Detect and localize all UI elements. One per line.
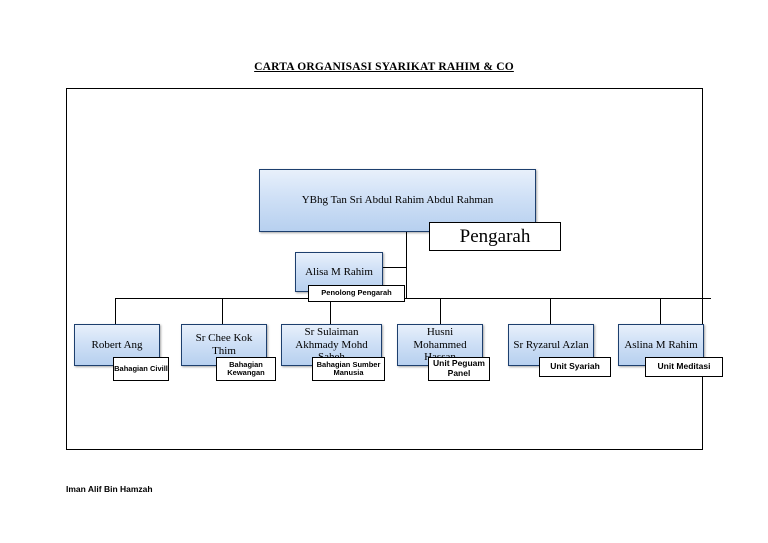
- connector-staff-3: [330, 298, 331, 324]
- label-staff-unit-2: Bahagian Kewangan: [216, 357, 276, 381]
- node-director[interactable]: YBhg Tan Sri Abdul Rahim Abdul Rahman: [259, 169, 536, 232]
- node-deputy-name: Alisa M Rahim: [305, 265, 373, 278]
- connector-staff-2: [222, 298, 223, 324]
- node-staff-1-name: Robert Ang: [91, 338, 143, 351]
- label-staff-unit-1: Bahagian Civill: [113, 357, 169, 381]
- node-staff-5-name: Sr Ryzarul Azlan: [513, 338, 589, 351]
- label-penolong-pengarah-text: Penolong Pengarah: [321, 288, 392, 298]
- footer-author: Iman Alif Bin Hamzah: [66, 484, 153, 494]
- node-staff-6-name: Aslina M Rahim: [624, 338, 698, 351]
- label-penolong-pengarah: Penolong Pengarah: [308, 285, 405, 302]
- connector-staff-5: [550, 298, 551, 324]
- label-pengarah: Pengarah: [429, 222, 561, 251]
- chart-canvas: YBhg Tan Sri Abdul Rahim Abdul Rahman Pe…: [66, 88, 723, 450]
- connector-staff-6: [660, 298, 661, 324]
- label-staff-unit-6: Unit Meditasi: [645, 357, 723, 377]
- label-staff-unit-5-text: Unit Syariah: [550, 361, 600, 372]
- page-title: CARTA ORGANISASI SYARIKAT RAHIM & CO: [254, 61, 514, 73]
- label-staff-unit-3: Bahagian Sumber Manusia: [312, 357, 385, 381]
- label-staff-unit-5: Unit Syariah: [539, 357, 611, 377]
- node-staff-3-name: Sr Sulaiman Akhmady Mohd Saheh: [295, 326, 368, 363]
- node-staff-2-name: Sr Chee Kok Thim: [195, 332, 253, 357]
- connector-staff-1: [115, 298, 116, 324]
- connector-deputy-horizontal: [383, 267, 407, 268]
- label-staff-unit-1-text: Bahagian Civill: [114, 363, 168, 373]
- label-staff-unit-4-text: Unit Peguam Panel: [433, 358, 485, 378]
- label-staff-unit-6-text: Unit Meditasi: [657, 361, 711, 372]
- label-staff-unit-2-text: Bahagian Kewangan: [227, 359, 265, 377]
- connector-staff-bus: [115, 298, 711, 299]
- label-pengarah-text: Pengarah: [459, 225, 531, 247]
- node-director-name: YBhg Tan Sri Abdul Rahim Abdul Rahman: [301, 194, 494, 207]
- connector-staff-4: [440, 298, 441, 324]
- label-staff-unit-4: Unit Peguam Panel: [428, 357, 490, 381]
- connector-director-down: [406, 232, 407, 298]
- label-staff-unit-3-text: Bahagian Sumber Manusia: [316, 359, 381, 377]
